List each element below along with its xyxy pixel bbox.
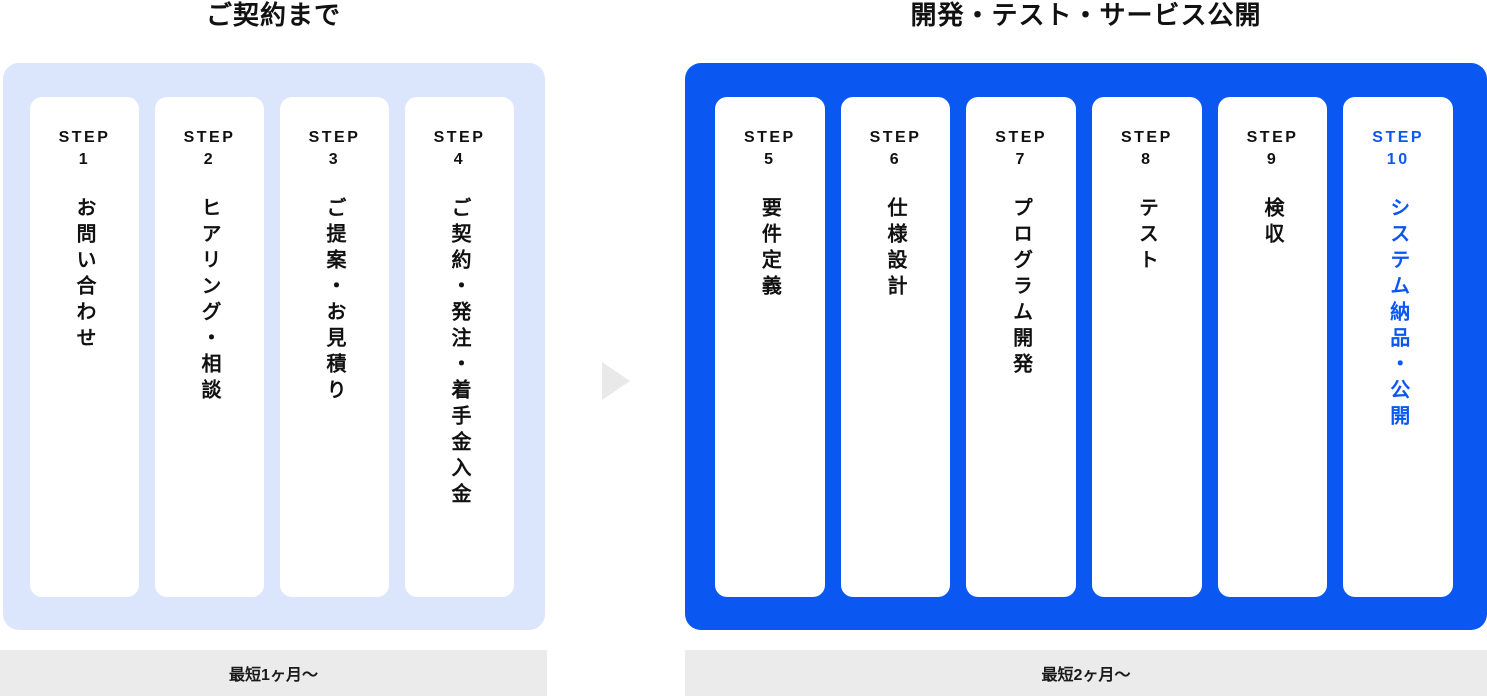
section-contract-title: ご契約まで (205, 0, 341, 30)
step-header: STEP 10 (1372, 127, 1424, 171)
step-header: STEP 1 (59, 127, 111, 171)
step-number: 5 (764, 151, 776, 168)
step-text: 仕様設計 (884, 197, 906, 301)
step-label: STEP (58, 129, 111, 146)
step-number: 6 (889, 151, 902, 168)
section-development: 開発・テスト・サービス公開 STEP 5 要件定義 STEP 6 仕様設計 ST… (685, 0, 1487, 696)
step-text: 要件定義 (758, 197, 781, 301)
step-card-4: STEP 4 ご契約・発注・着手金入金 (405, 97, 514, 597)
step-header: STEP 6 (870, 127, 922, 171)
step-text: システム納品・公開 (1386, 197, 1409, 431)
step-text: 検収 (1261, 197, 1284, 249)
step-card-6: STEP 6 仕様設計 (840, 97, 951, 597)
step-number: 10 (1386, 151, 1410, 168)
step-number: 9 (1266, 151, 1279, 168)
step-text: プログラム開発 (1009, 197, 1032, 379)
flow-connector (547, 0, 685, 696)
step-number: 8 (1141, 151, 1153, 168)
step-number: 4 (453, 151, 466, 168)
step-label: STEP (308, 129, 361, 146)
step-number: 3 (328, 151, 341, 168)
step-header: STEP 4 (434, 127, 486, 171)
step-card-1: STEP 1 お問い合わせ (30, 97, 139, 597)
step-card-9: STEP 9 検収 (1217, 97, 1328, 597)
development-duration-label: 最短2ヶ月〜 (1041, 667, 1131, 684)
step-header: STEP 7 (995, 127, 1047, 171)
step-header: STEP 9 (1247, 127, 1299, 171)
step-card-5: STEP 5 要件定義 (715, 97, 825, 597)
step-label: STEP (1120, 129, 1173, 146)
development-panel: STEP 5 要件定義 STEP 6 仕様設計 STEP 7 プログラム開発 (685, 63, 1487, 630)
development-duration-bar: 最短2ヶ月〜 (685, 650, 1487, 696)
step-number: 2 (203, 151, 216, 168)
step-text: ご提案・お見積り (323, 197, 345, 405)
step-label: STEP (1246, 129, 1299, 146)
contract-duration-label: 最短1ヶ月〜 (229, 667, 318, 684)
step-number: 7 (1015, 151, 1027, 168)
step-text: お問い合わせ (73, 197, 95, 353)
section-development-title: 開発・テスト・サービス公開 (910, 0, 1262, 30)
step-card-7: STEP 7 プログラム開発 (966, 97, 1077, 597)
step-label: STEP (183, 129, 236, 146)
step-text: テスト (1135, 197, 1158, 275)
step-card-3: STEP 3 ご提案・お見積り (280, 97, 389, 597)
step-card-2: STEP 2 ヒアリング・相談 (155, 97, 264, 597)
step-header: STEP 8 (1121, 127, 1173, 171)
contract-duration-bar: 最短1ヶ月〜 (0, 650, 547, 696)
step-card-8: STEP 8 テスト (1092, 97, 1202, 597)
step-label: STEP (869, 129, 922, 146)
step-label: STEP (433, 129, 486, 146)
arrow-right-icon (602, 362, 630, 400)
step-card-10: STEP 10 システム納品・公開 (1343, 97, 1454, 597)
step-label: STEP (1372, 129, 1425, 146)
step-number: 1 (78, 151, 91, 168)
step-header: STEP 5 (744, 127, 796, 171)
step-header: STEP 3 (309, 127, 361, 171)
contract-panel: STEP 1 お問い合わせ STEP 2 ヒアリング・相談 STEP 3 ご提案… (3, 63, 545, 630)
step-label: STEP (995, 129, 1048, 146)
step-text: ご契約・発注・着手金入金 (448, 197, 470, 509)
section-contract: ご契約まで STEP 1 お問い合わせ STEP 2 ヒアリング・相談 STEP (0, 0, 547, 696)
step-text: ヒアリング・相談 (198, 197, 220, 405)
step-label: STEP (743, 129, 796, 146)
step-header: STEP 2 (184, 127, 236, 171)
